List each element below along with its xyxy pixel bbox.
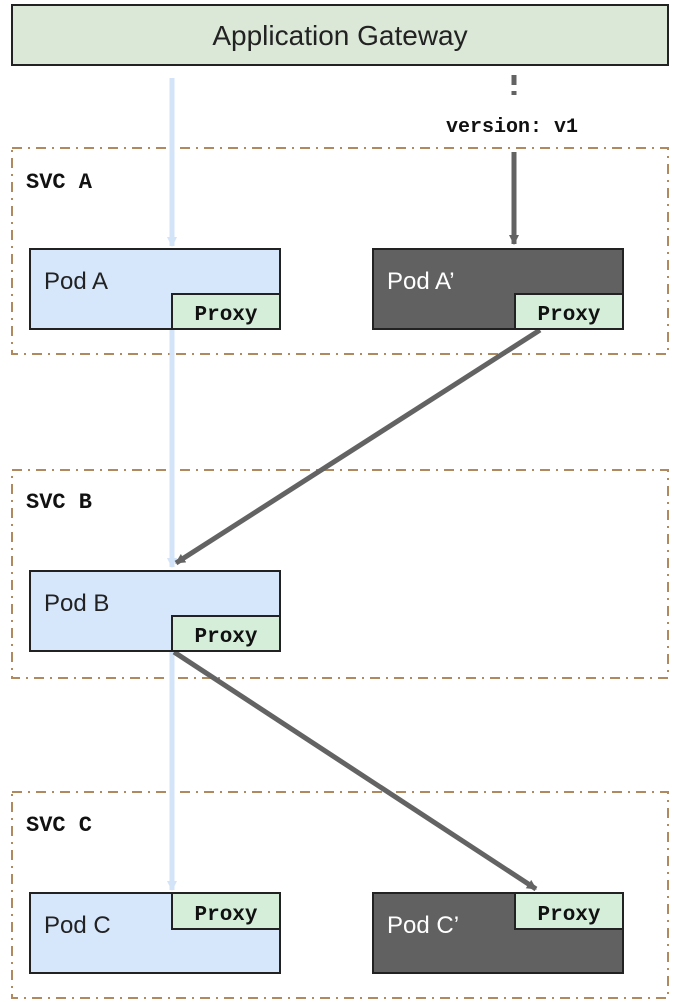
pod-c: Pod C Proxy — [29, 892, 281, 974]
proxy-label: Proxy — [537, 904, 600, 927]
service-svc-c: SVC C — [11, 791, 669, 999]
gateway-label: Application Gateway — [212, 20, 467, 51]
pod-a: Pod A Proxy — [29, 248, 281, 330]
proxy-sidecar — [171, 615, 281, 652]
proxy-label: Proxy — [194, 626, 257, 649]
proxy-sidecar — [171, 293, 281, 330]
pod-label: Pod B — [44, 590, 109, 617]
proxy-label: Proxy — [194, 904, 257, 927]
service-svc-a: SVC A — [11, 147, 669, 355]
service-svc-b: SVC B — [11, 469, 669, 679]
pod-label: Pod C’ — [387, 912, 459, 939]
proxy-label: Proxy — [194, 304, 257, 327]
pod-a-prime: Pod A’ Proxy — [372, 248, 624, 330]
pod-label: Pod A — [44, 268, 108, 295]
service-label-svc-b: SVC B — [26, 490, 92, 515]
pod-label: Pod A’ — [387, 268, 455, 295]
proxy-label: Proxy — [537, 304, 600, 327]
pod-c-prime: Pod C’ Proxy — [372, 892, 624, 974]
proxy-sidecar — [514, 293, 624, 330]
service-label-svc-a: SVC A — [26, 170, 93, 195]
proxy-sidecar — [514, 892, 624, 930]
route-pod-a-prime-to-pod-b — [174, 327, 542, 566]
application-gateway: Application Gateway — [11, 4, 669, 66]
pod-label: Pod C — [44, 912, 111, 939]
version-route-label: version: v1 — [446, 116, 578, 139]
pod-b: Pod B Proxy — [29, 570, 281, 652]
route-pod-b-to-pod-c-prime — [172, 649, 538, 892]
service-label-svc-c: SVC C — [26, 813, 92, 838]
proxy-sidecar — [171, 892, 281, 930]
